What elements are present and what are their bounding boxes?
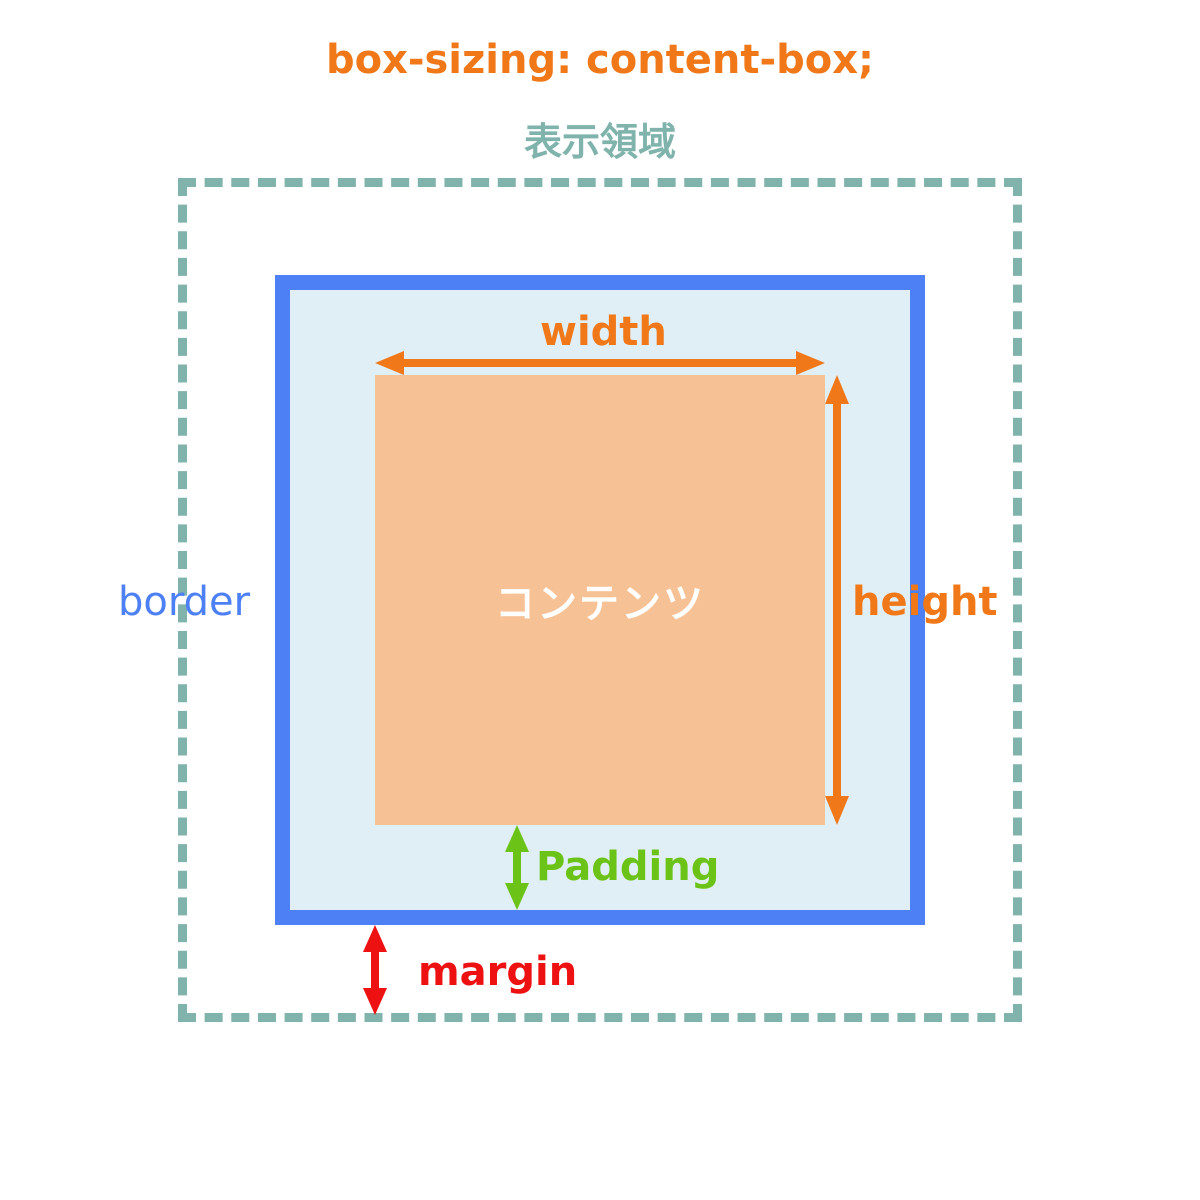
- height-label: height: [852, 579, 998, 625]
- padding-label: Padding: [536, 844, 720, 890]
- diagram-title: box-sizing: content-box;: [325, 37, 875, 83]
- content-label: コンテンツ: [495, 581, 705, 627]
- border-label: border: [118, 579, 251, 625]
- display-area-outline: [178, 178, 1022, 1022]
- margin-label: margin: [418, 949, 578, 995]
- border-box: [275, 275, 925, 925]
- width-label: width: [540, 309, 667, 355]
- display-area-label: 表示領域: [523, 120, 676, 164]
- content-box: コンテンツ: [375, 375, 825, 825]
